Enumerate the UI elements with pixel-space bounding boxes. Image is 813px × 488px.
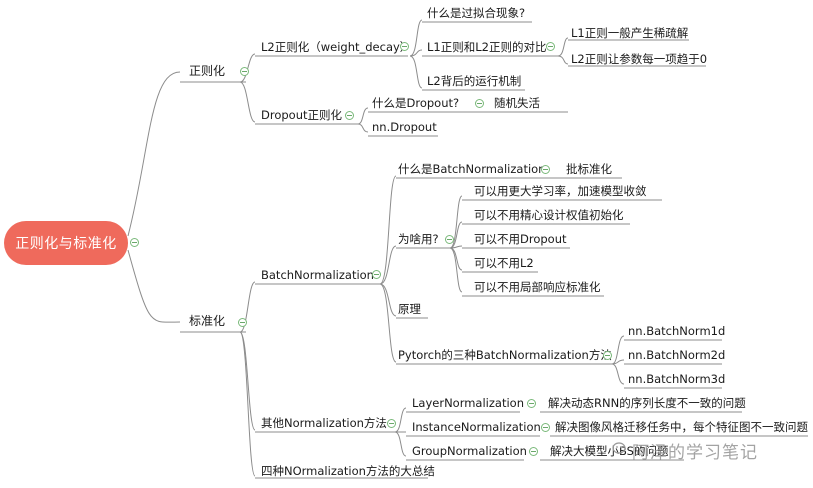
node-groupnorm-desc[interactable]: 解决大模型小BS的问题 [550, 444, 669, 458]
node-layernorm-desc[interactable]: 解决动态RNN的序列长度不一致的问题 [548, 396, 746, 410]
node-bn1d[interactable]: nn.BatchNorm1d [628, 324, 726, 338]
collapse-toggle-icon[interactable] [541, 165, 550, 174]
node-l2-small[interactable]: L2正则让参数每一项趋于0 [571, 52, 708, 66]
collapse-toggle-icon[interactable] [475, 99, 484, 108]
root-node[interactable]: 正则化与标准化 [4, 221, 128, 265]
collapse-toggle-icon[interactable] [387, 419, 396, 428]
node-batchnorm[interactable]: BatchNormalization [261, 268, 374, 282]
collapse-toggle-icon[interactable] [238, 318, 247, 327]
collapse-toggle-icon[interactable] [527, 399, 536, 408]
node-normalization[interactable]: 标准化 [189, 314, 226, 328]
node-dropout[interactable]: Dropout正则化 [261, 108, 342, 122]
root-label: 正则化与标准化 [15, 236, 117, 252]
collapse-toggle-icon[interactable] [546, 42, 555, 51]
node-batch-standardization[interactable]: 批标准化 [566, 162, 612, 176]
node-summary[interactable]: 四种NOrmalization方法的大总结 [261, 464, 435, 478]
node-instancenorm-desc[interactable]: 解决图像风格迁移任务中，每个特征图不一致问题 [555, 420, 808, 434]
node-principle[interactable]: 原理 [398, 302, 421, 316]
node-l2[interactable]: L2正则化（weight_decay） [261, 40, 412, 54]
collapse-toggle-icon[interactable] [445, 235, 454, 244]
node-what-dropout[interactable]: 什么是Dropout? [372, 96, 460, 110]
node-no-init[interactable]: 可以不用精心设计权值初始化 [474, 208, 624, 222]
node-bn3d[interactable]: nn.BatchNorm3d [628, 372, 726, 386]
collapse-toggle-icon[interactable] [541, 423, 550, 432]
node-pytorch-bn[interactable]: Pytorch的三种BatchNormalization方法 [398, 348, 612, 362]
collapse-toggle-icon[interactable] [345, 111, 354, 120]
node-other-norm[interactable]: 其他Normalization方法 [261, 416, 387, 430]
node-no-l2[interactable]: 可以不用L2 [474, 256, 534, 270]
node-larger-lr[interactable]: 可以用更大学习率，加速模型收敛 [474, 184, 647, 198]
node-nn-dropout[interactable]: nn.Dropout [372, 120, 437, 134]
node-bn2d[interactable]: nn.BatchNorm2d [628, 348, 726, 362]
node-instancenorm[interactable]: InstanceNormalization [412, 420, 541, 434]
node-l2-mechanism[interactable]: L2背后的运行机制 [427, 74, 522, 88]
node-layernorm[interactable]: LayerNormalization [412, 396, 524, 410]
node-no-lrn[interactable]: 可以不用局部响应标准化 [474, 280, 601, 294]
node-what-batchnorm[interactable]: 什么是BatchNormalization [398, 162, 546, 176]
collapse-toggle-icon[interactable] [372, 270, 381, 279]
node-regularization[interactable]: 正则化 [189, 64, 226, 78]
collapse-toggle-icon[interactable] [529, 447, 538, 456]
node-no-dropout[interactable]: 可以不用Dropout [474, 232, 567, 246]
collapse-toggle-icon[interactable] [603, 351, 612, 360]
collapse-toggle-icon[interactable] [240, 67, 249, 76]
wechat-icon [612, 442, 626, 454]
node-l1-sparse[interactable]: L1正则一般产生稀疏解 [571, 26, 689, 40]
node-why-use[interactable]: 为啥用? [398, 232, 439, 246]
node-overfit[interactable]: 什么是过拟合现象? [427, 6, 526, 20]
collapse-toggle-icon[interactable] [400, 42, 409, 51]
watermark: 阿泽的学习笔记 [632, 443, 758, 463]
node-l1l2-compare[interactable]: L1正则和L2正则的对比 [427, 40, 547, 54]
node-random-deactivation[interactable]: 随机失活 [494, 96, 540, 110]
node-groupnorm[interactable]: GroupNormalization [412, 444, 527, 458]
collapse-toggle-icon[interactable] [130, 238, 139, 247]
